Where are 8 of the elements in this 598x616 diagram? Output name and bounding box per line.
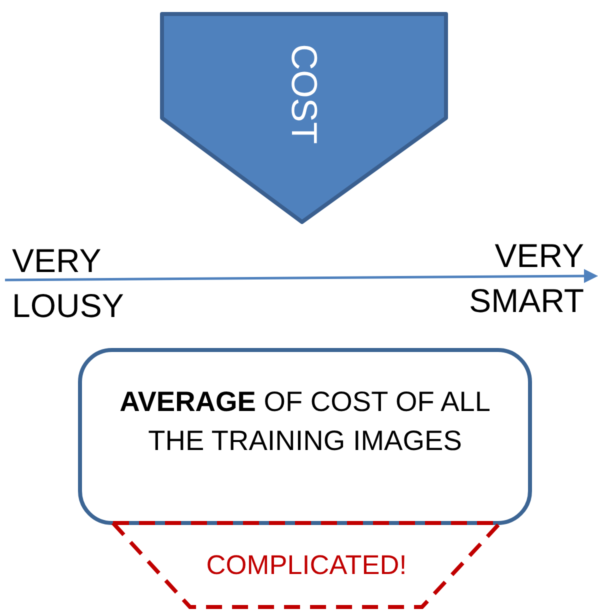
shape-label: COST [284,44,324,144]
dashed-trapezoid [111,521,502,609]
axis-end-label: VERY LOUSY [12,241,125,326]
pentagon-arrow [160,12,448,226]
warning-text: COMPLICATED! [205,549,408,581]
box-text: AVERAGE OF COST OF ALL THE TRAINING IMAGES [118,385,492,458]
axis-end-label: VERY SMART [468,236,584,321]
rounded-box [78,348,532,525]
